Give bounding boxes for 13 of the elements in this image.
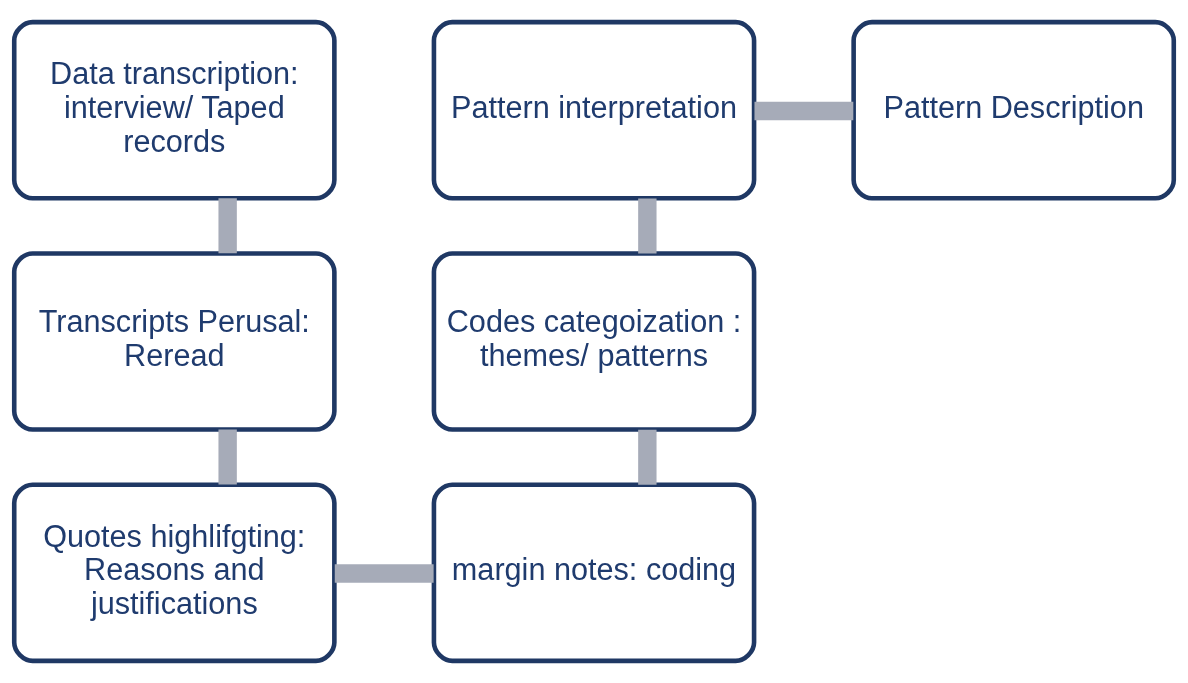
node-box: margin notes: coding (431, 482, 757, 664)
node-box: Transcripts Perusal: Reread (11, 251, 337, 432)
node-box: Quotes highlifgting: Reasons and justifications (11, 482, 337, 664)
connector (218, 429, 237, 485)
node-box: Pattern Description (851, 19, 1177, 201)
connector (754, 101, 854, 121)
connector (638, 429, 657, 485)
connector (638, 198, 657, 254)
node-box: Data transcription: interview/ Taped records (11, 19, 337, 201)
connector (218, 198, 237, 254)
node-box: Pattern interpretation (431, 19, 757, 201)
node-box: Codes categoization : themes/ patterns (431, 251, 757, 432)
connector (334, 564, 434, 583)
